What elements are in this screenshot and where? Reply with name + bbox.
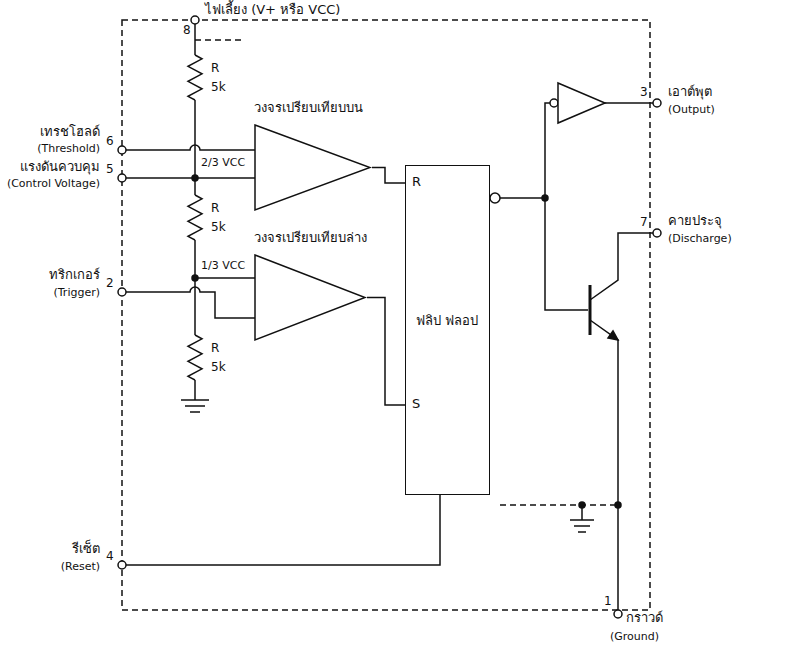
control-wire	[126, 177, 255, 179]
output-wire	[605, 102, 653, 104]
comparator-outline	[250, 102, 372, 212]
reset-wire	[126, 495, 440, 565]
output-wire	[500, 103, 550, 198]
pin-name: (Threshold)	[37, 142, 100, 155]
resistor-value: 5k	[211, 80, 226, 94]
pin-name: (Ground)	[610, 630, 659, 643]
emitter-wire	[590, 320, 618, 610]
junction-dot	[615, 502, 621, 508]
input-letter: S	[412, 396, 420, 413]
supply-stub	[195, 39, 245, 41]
resistor-label: R	[211, 341, 219, 355]
resistor-value: 5k	[211, 360, 226, 374]
pin-name: ทริกเกอร์	[49, 267, 100, 283]
block-label: ฟลิป ฟลอป	[410, 313, 484, 330]
pin-name: (Output)	[668, 103, 715, 116]
pin-name: (Discharge)	[668, 232, 732, 245]
trigger-wire	[126, 287, 255, 318]
emitter-arrow	[608, 331, 618, 340]
threshold-wire	[126, 145, 255, 150]
transistor-base	[589, 285, 592, 335]
pin-number: 8	[183, 23, 191, 37]
pin-name: ไฟเลี้ยง (V+ หรือ VCC)	[205, 2, 340, 18]
voltage-level: 1/3 VCC	[201, 259, 245, 272]
resistor-symbol	[188, 55, 202, 100]
base-wire	[545, 198, 588, 310]
pin-terminals	[118, 16, 661, 618]
pin-number: 7	[640, 215, 648, 229]
flip-flop-box: ฟลิป ฟลอป R S	[405, 165, 490, 495]
lower-comparator: วงจรเปรียบเทียบล่าง	[250, 232, 367, 342]
pin-name: คายประจุ	[668, 213, 722, 229]
comparator-symbol	[255, 125, 370, 210]
resistor-value: 5k	[211, 220, 226, 234]
pin-name: (Control Voltage)	[7, 177, 100, 190]
upper-comparator: วงจรเปรียบเทียบบน	[250, 102, 372, 212]
resistor-label: R	[211, 201, 219, 215]
pin-name: รีเซ็ต	[72, 541, 100, 557]
resistor-symbol	[188, 195, 202, 240]
comparator-label: วงจรเปรียบเทียบบน	[254, 100, 363, 116]
pin-name: (Reset)	[61, 560, 100, 573]
package-outline	[122, 20, 650, 610]
inverting-bubble	[490, 193, 500, 203]
resistor-label: R	[211, 61, 219, 75]
voltage-level: 2/3 VCC	[201, 156, 245, 169]
inverting-bubble	[550, 99, 558, 107]
junction-dot	[192, 275, 198, 281]
divider-wire	[194, 24, 196, 400]
comparator-symbol	[255, 255, 365, 340]
pin-number: 4	[106, 549, 114, 563]
comparator-label: วงจรเปรียบเทียบล่าง	[254, 230, 367, 246]
ground-symbol	[570, 505, 594, 532]
pin-name: เอาต์พุต	[668, 84, 712, 100]
pin-name: เทรชโฮลด์	[40, 124, 100, 140]
pin-name: (Trigger)	[53, 286, 100, 299]
pin-number: 2	[106, 276, 114, 290]
third-vcc-wire	[195, 277, 255, 279]
pin-name: แรงดันควบคุม	[20, 159, 100, 175]
ground-bus	[500, 504, 618, 506]
signal-wire	[367, 298, 405, 406]
pin-name: กราวด์	[626, 610, 663, 626]
collector-wire	[590, 233, 653, 300]
comparator-outline	[250, 232, 367, 342]
junction-dot	[192, 175, 198, 181]
pin-number: 1	[604, 594, 612, 608]
input-letter: R	[412, 174, 421, 191]
pin-number: 6	[106, 134, 114, 148]
output-buffer	[558, 83, 605, 123]
resistor-symbol	[188, 335, 202, 380]
pin-number: 3	[640, 85, 648, 99]
signal-wire	[372, 168, 405, 184]
pin-number: 5	[106, 162, 114, 176]
ground-symbol	[181, 400, 209, 412]
